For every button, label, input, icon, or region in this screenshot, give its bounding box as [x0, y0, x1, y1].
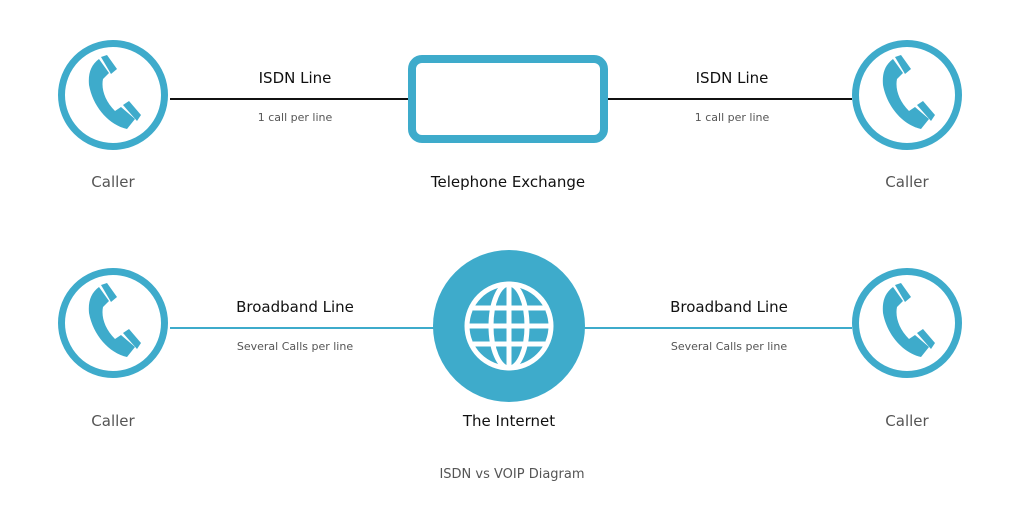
caller-label: Caller	[91, 412, 135, 430]
caller-label: Caller	[885, 173, 929, 191]
isdn-line-right	[606, 98, 852, 100]
isdn-line-left	[170, 98, 412, 100]
caller-node-voip-left	[58, 268, 168, 378]
telephone-exchange-label: Telephone Exchange	[430, 173, 586, 191]
diagram-caption: ISDN vs VOIP Diagram	[439, 467, 585, 482]
globe-icon	[464, 281, 554, 371]
isdn-line-title: ISDN Line	[258, 69, 332, 87]
broadband-line-left	[170, 327, 440, 329]
broadband-line-title: Broadband Line	[670, 298, 788, 316]
phone-handset-icon	[877, 283, 937, 363]
caller-node-isdn-right	[852, 40, 962, 150]
phone-handset-icon	[83, 283, 143, 363]
phone-handset-icon	[877, 55, 937, 135]
caller-node-isdn-left	[58, 40, 168, 150]
internet-node	[433, 250, 585, 402]
caller-label: Caller	[91, 173, 135, 191]
caller-node-voip-right	[852, 268, 962, 378]
internet-label: The Internet	[462, 412, 556, 430]
telephone-exchange-box	[408, 55, 608, 143]
broadband-line-subtitle: Several Calls per line	[670, 340, 788, 353]
isdn-line-subtitle: 1 call per line	[257, 111, 333, 124]
broadband-line-right	[580, 327, 852, 329]
broadband-line-subtitle: Several Calls per line	[236, 340, 354, 353]
caller-label: Caller	[885, 412, 929, 430]
isdn-line-subtitle: 1 call per line	[694, 111, 770, 124]
broadband-line-title: Broadband Line	[236, 298, 354, 316]
isdn-line-title: ISDN Line	[695, 69, 769, 87]
phone-handset-icon	[83, 55, 143, 135]
